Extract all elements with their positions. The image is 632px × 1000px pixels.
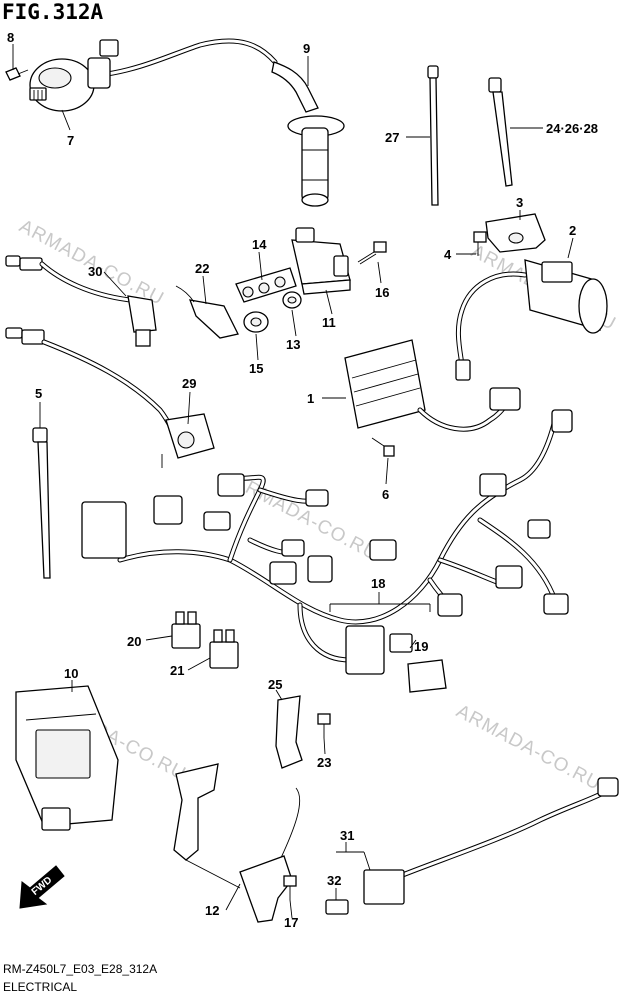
callout-12[interactable]: 12 xyxy=(205,903,219,918)
callout-labels: 8 7 9 27 24·26·28 3 2 4 14 22 30 16 11 1… xyxy=(7,30,598,930)
ignition-coil-part[interactable] xyxy=(29,38,278,112)
watermark: ARMADA-CO.RU xyxy=(230,471,382,565)
relay-part[interactable] xyxy=(407,659,447,693)
callout-23[interactable]: 23 xyxy=(317,755,331,770)
callout-10[interactable]: 10 xyxy=(64,666,78,681)
fuse-cable-part[interactable] xyxy=(363,777,619,905)
callout-17[interactable]: 17 xyxy=(284,915,298,930)
callout-27[interactable]: 27 xyxy=(385,130,399,145)
callout-2[interactable]: 2 xyxy=(569,223,576,238)
bolt-part[interactable] xyxy=(357,241,387,265)
callout-22[interactable]: 22 xyxy=(195,261,209,276)
callout-15[interactable]: 15 xyxy=(249,361,263,376)
callout-24-26-28[interactable]: 24·26·28 xyxy=(546,121,598,136)
sensor-part[interactable] xyxy=(5,327,215,468)
spark-plug-cap-part[interactable] xyxy=(271,61,345,207)
frame-bracket-part[interactable] xyxy=(173,763,301,923)
callout-5[interactable]: 5 xyxy=(35,386,42,401)
leader-lines xyxy=(12,44,574,919)
cable-tie-part[interactable] xyxy=(488,77,513,187)
callout-6[interactable]: 6 xyxy=(382,487,389,502)
forward-direction-arrow: FWD xyxy=(19,865,65,909)
fuse-part[interactable] xyxy=(325,899,349,915)
callout-21[interactable]: 21 xyxy=(170,663,184,678)
callout-25[interactable]: 25 xyxy=(268,677,282,692)
callout-19[interactable]: 19 xyxy=(414,639,428,654)
callout-29[interactable]: 29 xyxy=(182,376,196,391)
callout-4[interactable]: 4 xyxy=(444,247,452,262)
callout-18[interactable]: 18 xyxy=(371,576,385,591)
bolt-part[interactable] xyxy=(283,875,297,900)
callout-14[interactable]: 14 xyxy=(252,237,267,252)
cushion-part[interactable] xyxy=(243,311,269,333)
figure-title: FIG.312A xyxy=(2,0,104,24)
callout-13[interactable]: 13 xyxy=(286,337,300,352)
bracket-part[interactable] xyxy=(275,695,303,769)
callout-9[interactable]: 9 xyxy=(303,41,310,56)
capacitor-part[interactable] xyxy=(455,259,608,381)
bolt-part[interactable] xyxy=(473,231,487,256)
ecm-part[interactable] xyxy=(15,685,119,831)
callout-30[interactable]: 30 xyxy=(88,264,102,279)
sensor-bracket-part[interactable] xyxy=(175,285,239,339)
callout-32[interactable]: 32 xyxy=(327,873,341,888)
bracket-part[interactable] xyxy=(485,213,546,253)
bolt-part[interactable] xyxy=(371,437,395,457)
section-name: ELECTRICAL xyxy=(3,980,78,994)
callout-8[interactable]: 8 xyxy=(7,30,14,45)
bolt-part[interactable] xyxy=(5,67,29,81)
bolt-part[interactable] xyxy=(317,713,331,738)
sensor-part[interactable] xyxy=(5,255,157,347)
cable-tie-part[interactable] xyxy=(32,427,51,579)
watermark: ARMADA-CO.RU xyxy=(453,701,605,795)
fuse-holder-part[interactable] xyxy=(209,629,239,669)
cushion-part[interactable] xyxy=(282,291,302,309)
fuse-holder-part[interactable] xyxy=(171,611,201,649)
callout-11[interactable]: 11 xyxy=(322,315,336,330)
wiring-harness-part[interactable] xyxy=(81,409,573,675)
callout-16[interactable]: 16 xyxy=(375,285,389,300)
regulator-rectifier-part[interactable] xyxy=(344,339,521,432)
starter-relay-part[interactable] xyxy=(291,227,351,295)
callout-31[interactable]: 31 xyxy=(340,828,354,843)
callout-20[interactable]: 20 xyxy=(127,634,141,649)
mount-bracket-part[interactable] xyxy=(235,267,297,303)
callout-7[interactable]: 7 xyxy=(67,133,74,148)
callout-3[interactable]: 3 xyxy=(516,195,523,210)
callout-1[interactable]: 1 xyxy=(307,391,314,406)
figure-code: RM-Z450L7_E03_E28_312A xyxy=(3,962,158,976)
cable-tie-part[interactable] xyxy=(427,65,439,206)
